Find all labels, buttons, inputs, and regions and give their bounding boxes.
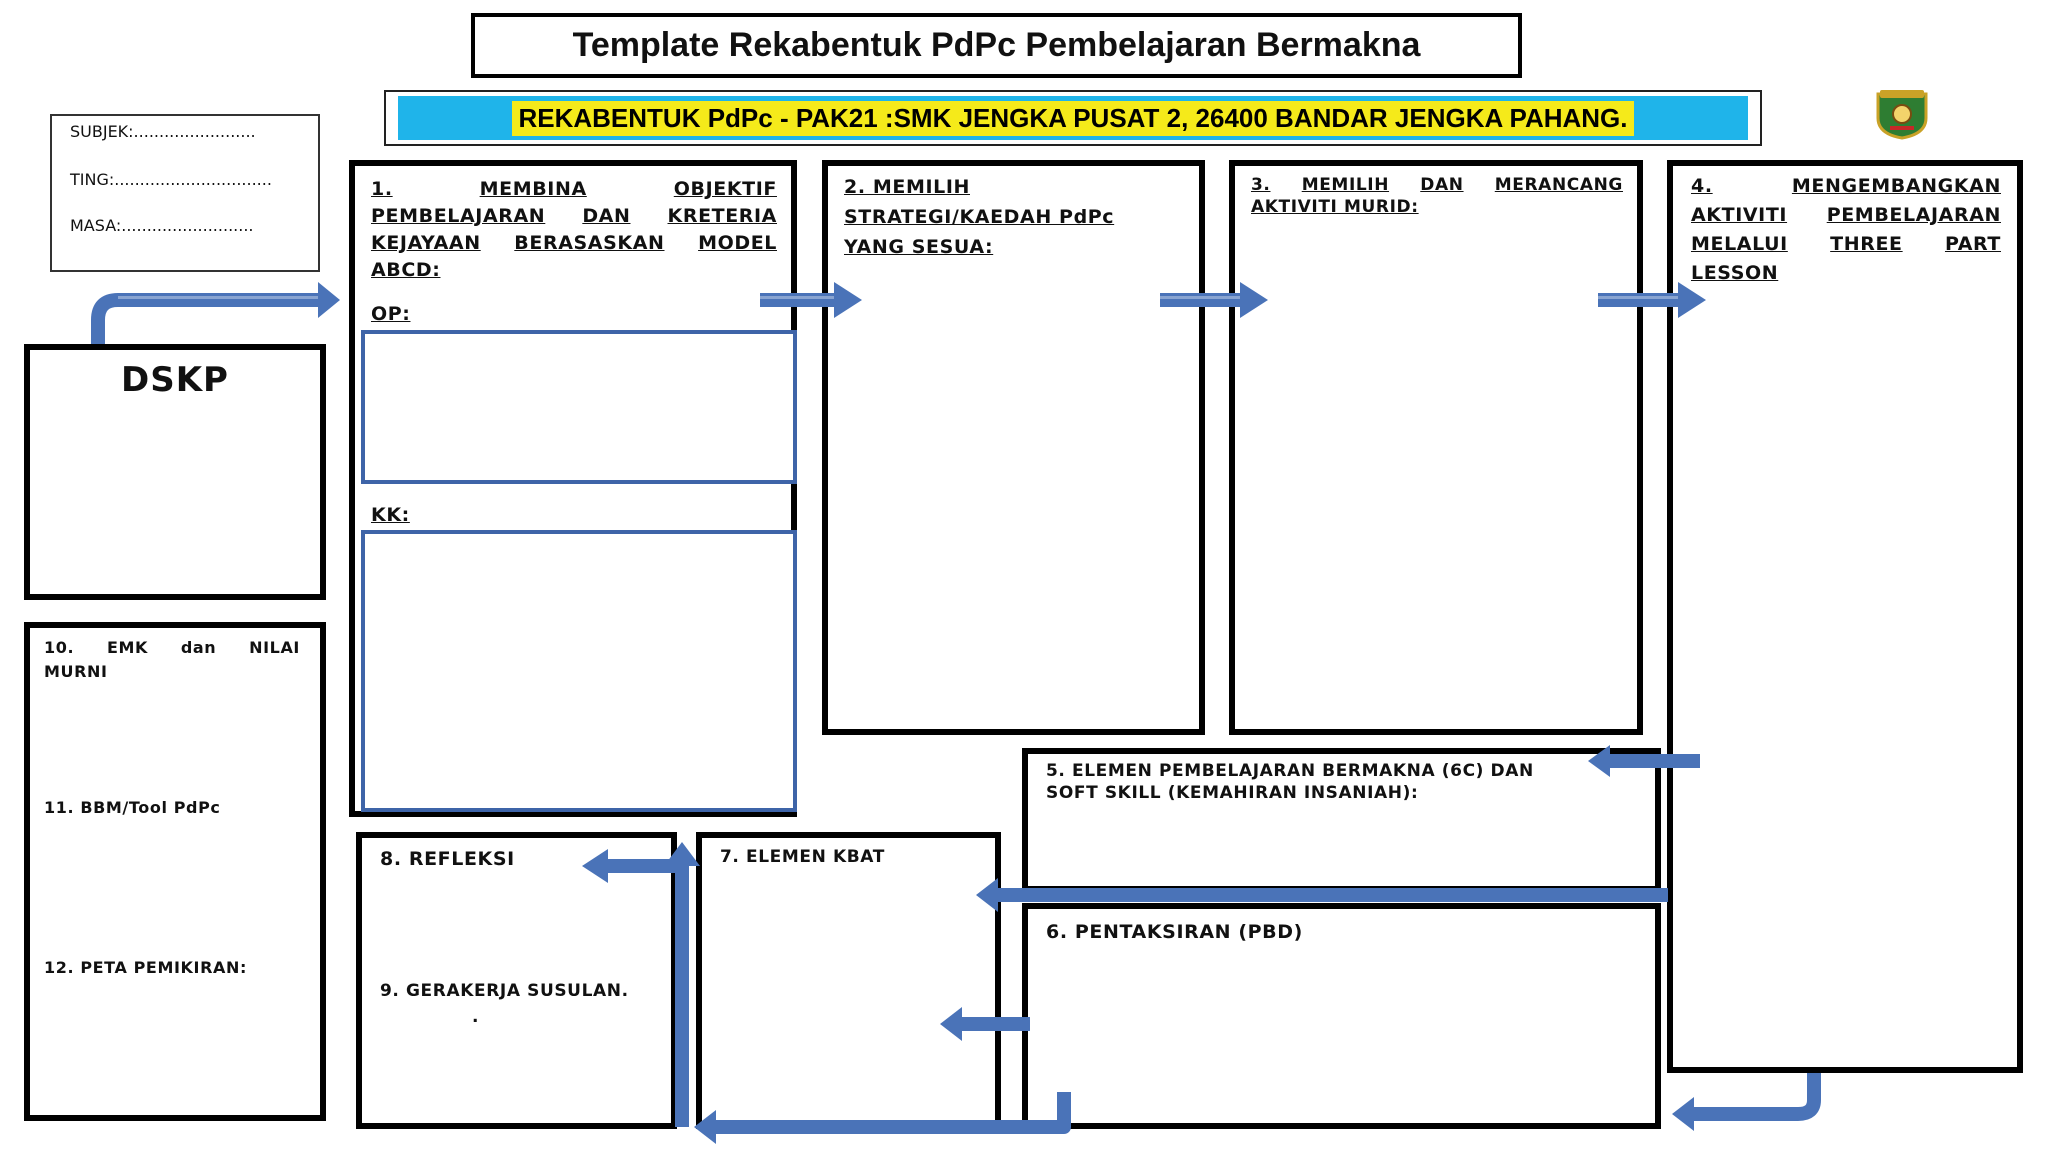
page-title: Template Rekabentuk PdPc Pembelajaran Be… (572, 26, 1421, 64)
step7-title: 7. ELEMEN KBAT (720, 847, 885, 867)
banner-text: REKABENTUK PdPc - PAK21 :SMK JENGKA PUSA… (512, 100, 1634, 136)
arrow-step4-to-step6 (1694, 1073, 1821, 1121)
step7-box: 7. ELEMEN KBAT (696, 832, 1001, 1129)
peta-label: 12. PETA PEMIKIRAN: (44, 958, 247, 977)
arrow-info-to-step1 (91, 293, 318, 344)
step8-title: 8. REFLEKSI (380, 848, 515, 870)
step6-box: 6. PENTAKSIRAN (PBD) (1022, 903, 1661, 1129)
step9-title: 9. GERAKERJA SUSULAN. (380, 981, 629, 1001)
kk-input-box[interactable] (361, 530, 797, 812)
masa-field[interactable]: MASA:.......................... (70, 216, 254, 235)
subjek-field[interactable]: SUBJEK:........................ (70, 122, 256, 141)
ting-field[interactable]: TING:............................... (70, 170, 272, 189)
step5-title: 5. ELEMEN PEMBELAJARAN BERMAKNA (6C) DAN… (1046, 761, 1534, 803)
step2-title: 2. MEMILIH STRATEGI/KAEDAH PdPc YANG SES… (844, 176, 1115, 258)
kk-label: KK: (371, 504, 410, 526)
page-title-box: Template Rekabentuk PdPc Pembelajaran Be… (471, 13, 1522, 78)
emk-label-2: MURNI (44, 662, 108, 681)
step6-title: 6. PENTAKSIRAN (PBD) (1046, 921, 1303, 943)
dskp-label: DSKP (121, 360, 229, 400)
step2-box: 2. MEMILIH STRATEGI/KAEDAH PdPc YANG SES… (822, 160, 1205, 735)
info-box: SUBJEK:........................ TING:...… (50, 114, 320, 272)
step8-box: 8. REFLEKSI 9. GERAKERJA SUSULAN. . (356, 832, 677, 1129)
banner-frame: REKABENTUK PdPc - PAK21 :SMK JENGKA PUSA… (384, 90, 1762, 146)
step5-box: 5. ELEMEN PEMBELAJARAN BERMAKNA (6C) DAN… (1022, 748, 1661, 892)
dskp-box: DSKP (24, 344, 326, 600)
step9-dot: . (472, 1007, 480, 1027)
bbm-label: 11. BBM/Tool PdPc (44, 798, 221, 817)
school-crest-icon (1872, 88, 1932, 140)
op-label: OP: (371, 303, 411, 325)
school-banner: REKABENTUK PdPc - PAK21 :SMK JENGKA PUSA… (398, 96, 1748, 140)
op-input-box[interactable] (361, 330, 797, 484)
